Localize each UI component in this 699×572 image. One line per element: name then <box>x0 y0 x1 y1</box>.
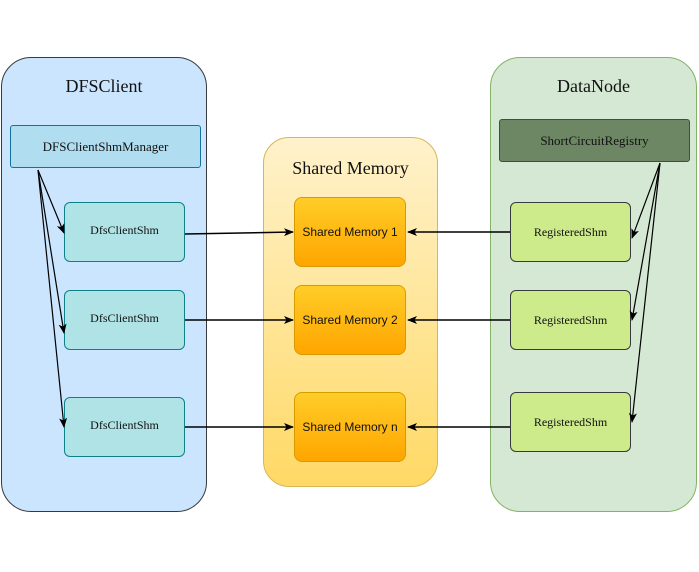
arrow-manager-to-client-shm-3 <box>37 169 68 428</box>
shared-memory-block-n: Shared Memory n <box>294 392 406 462</box>
dfsclient-shm-node-2: DfsClientShm <box>64 290 185 350</box>
datanode-title: DataNode <box>557 76 630 96</box>
registered-shm-node-2: RegisteredShm <box>510 290 631 350</box>
shared-memory-block-2: Shared Memory 2 <box>294 285 406 355</box>
short-circuit-registry-node: ShortCircuitRegistry <box>499 119 690 162</box>
dfsclient-title: DFSClient <box>65 76 143 96</box>
dfsclient-shm-node-3: DfsClientShm <box>64 397 185 457</box>
arrow-registry-to-reg-shm-1 <box>631 162 661 239</box>
arrow-client-shm-1-to-memory-1 <box>184 228 294 237</box>
registered-shm-node-3: RegisteredShm <box>510 392 631 452</box>
arrow-manager-to-client-shm-2 <box>37 169 67 334</box>
shared-memory-block-1: Shared Memory 1 <box>294 197 406 267</box>
arrow-registry-to-reg-shm-3 <box>628 162 661 423</box>
dfsclient-shm-manager-node: DFSClientShmManager <box>10 125 201 168</box>
dfsclient-shm-node-1: DfsClientShm <box>64 202 185 262</box>
registered-shm-node-1: RegisteredShm <box>510 202 631 262</box>
arrow-manager-to-client-shm-1 <box>37 169 65 234</box>
shared-memory-title: Shared Memory <box>292 158 409 178</box>
arrow-registry-to-reg-shm-2 <box>629 162 661 321</box>
